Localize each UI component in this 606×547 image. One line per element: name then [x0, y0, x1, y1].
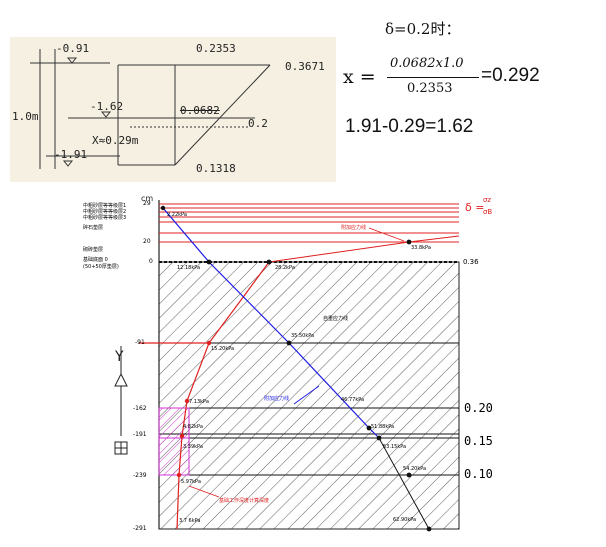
formula-lhs: x =: [343, 66, 376, 88]
row-label-2: 中粗砂层等等级层2: [83, 209, 127, 215]
stress-distribution-diagram: Y cm δ = σz σB 29 20 0 -91 -162 -191 -23…: [79, 186, 589, 542]
delta-denominator: σB: [483, 208, 493, 216]
level-label-191: -1.91: [54, 148, 88, 161]
formula-result: =0.292: [481, 65, 540, 86]
delta-header: δ =: [465, 201, 485, 214]
level-label-091: -0.91: [56, 42, 90, 55]
depth-label-239: -239: [133, 472, 147, 479]
top-stress-value: 0.2353: [196, 42, 236, 55]
stress-label-11: 46.77kPa: [341, 397, 365, 403]
ratio-label-010: 0.10: [464, 467, 493, 481]
formula-numerator: 0.0682x1.0: [390, 56, 464, 71]
x-formula: x = 0.0682x1.0 0.2353 =0.292: [343, 56, 598, 104]
stress-label-14: 54.20kPa: [403, 466, 427, 472]
stress-label-12: 51.88kPa: [371, 424, 395, 430]
annotation-additional-stress: 附加应力线: [264, 396, 290, 402]
depth-top-0: 0: [149, 258, 153, 265]
stress-label-1: 12.18kPa: [177, 265, 201, 271]
row-label-4: 碎石垫层: [83, 225, 104, 231]
level-label-162: -1.62: [90, 100, 124, 113]
stress-label-5: 15.20kPa: [211, 346, 235, 352]
depth-label-191: -191: [133, 431, 147, 438]
row-label-6: 基础底面 0: [83, 257, 108, 263]
delta-condition: δ=0.2时：: [385, 20, 461, 38]
delta-value-label: 0.2: [248, 117, 268, 130]
row-label-5: 砌砖垫层: [83, 247, 104, 253]
depth-label: 1.0m: [12, 110, 39, 123]
depth-top-20: 20: [143, 238, 151, 245]
ratio-label-020: 0.20: [464, 401, 493, 415]
stress-label-13: 53.15kPa: [383, 444, 407, 450]
annotation-calc-depth: 基础工作深度计算深度: [219, 498, 270, 504]
mid-stress-value: 0.0682: [180, 104, 220, 117]
svg-text:Y: Y: [114, 349, 124, 365]
sketch-svg: [30, 49, 271, 169]
x-depth-label: X≈0.29m: [92, 134, 139, 147]
soil-stress-sketch: -0.91 -1.62 -1.91 0.2353 0.3671 0.0682 0…: [10, 37, 336, 182]
fraction-bar: [387, 77, 479, 78]
stress-label-4: 35.50kPa: [291, 333, 315, 339]
stress-label-10: 3.7 6kPa: [179, 518, 201, 524]
formula-denominator: 0.2353: [407, 81, 453, 96]
stress-label-2: 28.2kPa: [275, 265, 295, 271]
stress-label-8: 3.39kPa: [183, 444, 203, 450]
stress-label-7: 4.82kPa: [183, 424, 203, 430]
row-label-7: (50+50厚垫层): [83, 264, 119, 270]
row-label-3: 中粗砂层等等级层3: [83, 215, 127, 221]
stress-label-9: 5.97kPa: [181, 479, 201, 485]
depth-label-162: -162: [133, 405, 147, 412]
bottom-stress-value: 0.1318: [196, 162, 236, 175]
stress-label-0: 2.22kPa: [167, 212, 187, 218]
ratio-label-036: 0.36: [463, 258, 479, 266]
stress-label-3: 33.8kPa: [411, 245, 431, 251]
row-label-1: 中粗砂层等等级层1: [83, 203, 127, 209]
stress-label-6: 7.13kPa: [189, 399, 209, 405]
annotation-self-weight: 自重应力线: [323, 316, 349, 322]
right-stress-value: 0.3671: [285, 60, 325, 73]
delta-numerator: σz: [483, 196, 492, 204]
stress-label-15: 62.90kPa: [393, 517, 417, 523]
depth-label-291: -291: [133, 525, 147, 532]
diagram-svg: Y: [79, 186, 589, 542]
depth-label-91: -91: [135, 339, 145, 346]
ratio-label-015: 0.15: [464, 434, 493, 448]
unit-label: cm: [141, 194, 154, 203]
annotation-additional-stress-top: 附加应力线: [341, 225, 367, 231]
depth-calc-line: 1.91-0.29=1.62: [345, 116, 474, 137]
depth-top-29: 29: [143, 200, 151, 207]
